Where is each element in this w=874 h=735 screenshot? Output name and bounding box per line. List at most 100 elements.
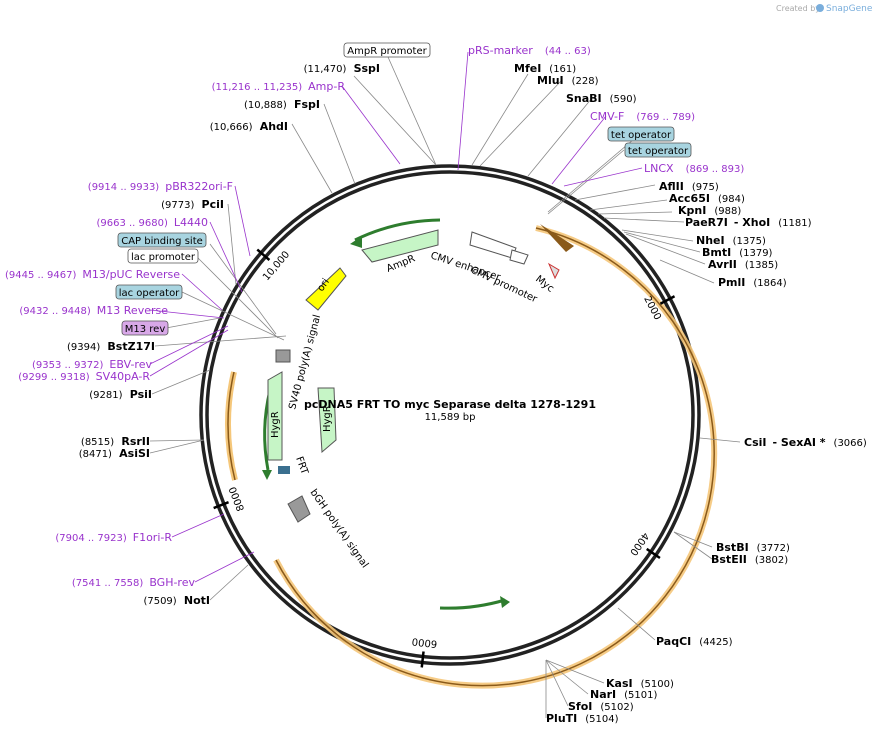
enzyme-name: SnaBI [566, 92, 602, 105]
primer-name: CMV-F [590, 110, 624, 123]
primer-name: L4440 [174, 216, 208, 229]
enzyme-pos: (9394) [67, 342, 103, 353]
orf-bottom-arrow-line [439, 598, 506, 610]
ampr-promoter-box: AmpR promoter [347, 46, 427, 57]
primer-6: (9445 .. 9467)M13/pUC Reverse [5, 268, 180, 281]
tick-3 [213, 501, 230, 510]
enzyme-pos: (1181) [778, 218, 811, 229]
enzyme-name: FspI [294, 98, 320, 111]
primer-lines [149, 51, 643, 583]
orf-main-arc-line [275, 227, 715, 687]
hygr-inner-feature [317, 387, 337, 454]
cap-binding-site-box: CAP binding site [121, 236, 203, 247]
primer-range: (9299 .. 9318) [18, 372, 90, 383]
enzyme-pos: (10,888) [244, 100, 290, 111]
enzyme-name: SspI [354, 62, 380, 75]
primer-range: (9432 .. 9448) [19, 306, 91, 317]
hygr-feature [267, 371, 283, 461]
snapgene-brand: SnapGene [826, 4, 873, 14]
enzyme-right-15: KasI(5100) [606, 677, 674, 690]
primer-range: (9353 .. 9372) [32, 360, 104, 371]
ampr-outer-arrowhead [350, 236, 362, 248]
primer-name: M13 Reverse [97, 304, 168, 317]
features[interactable] [267, 229, 560, 523]
enzyme-name: NarI [590, 688, 616, 701]
frt-feature [278, 466, 290, 474]
enzyme-pos: (4425) [699, 637, 732, 648]
cmv-promoter-feature [509, 249, 529, 265]
enzyme-right-10: PmlI(1864) [718, 276, 787, 289]
enzyme-pos: (590) [610, 94, 637, 105]
enzyme-left-3: (9773) PciI [161, 198, 224, 211]
tick-1 [646, 547, 661, 560]
enzyme-labels-right[interactable]: MfeI (161)MluI(228) SnaBI (590) AflII(975)Ac… [514, 62, 867, 725]
enzyme-pos: (11,470) [304, 64, 350, 75]
primer-name: Amp-R [308, 80, 345, 93]
primer-5: (9663 .. 9680)L4440 [96, 216, 208, 229]
enzyme-right-16: NarI(5101) [590, 688, 658, 701]
enzyme-name: PaqCI [656, 635, 691, 648]
primer-1: CMV-F (769 .. 789) [590, 110, 695, 123]
primer-name: LNCX [644, 162, 674, 175]
created-by-text: Created by [776, 4, 820, 13]
enzyme-name: SfoI [568, 700, 592, 713]
enzyme-name: BstZ17I [107, 340, 155, 353]
bgh-feature [287, 495, 311, 523]
primer-range: (9445 .. 9467) [5, 270, 77, 281]
enzyme-name: Acc65I [669, 192, 710, 205]
plasmid-name: pcDNA5 FRT TO myc Separase delta 1278-12… [304, 398, 596, 411]
enzyme-right-17: SfoI(5102) [568, 700, 634, 713]
primer-labels[interactable]: pRS-marker(44 .. 63)CMV-F(769 .. 789)LNC… [5, 44, 744, 589]
primer-8: (9353 .. 9372)EBV-rev [32, 358, 152, 371]
enzyme-pos: (3772) [757, 543, 790, 554]
enzyme-pos: (8515) [81, 437, 117, 448]
enzyme-name: CsiI [744, 436, 766, 449]
primer-range: (769 .. 789) [636, 112, 695, 123]
enzyme-name: AflII [659, 180, 684, 193]
ampr-feature [361, 229, 439, 263]
enzyme-pos: (9281) [89, 390, 125, 401]
enzyme-right-3: AflII(975) [659, 180, 719, 193]
enzyme-name: BstEII [711, 553, 747, 566]
enzyme-labels-left[interactable]: (11,470) SspI(10,888) FspI(10,666) AhdI(… [67, 62, 380, 607]
enzyme-right-14: PaqCI (4425) [656, 635, 733, 648]
enzyme-name: PciI [202, 198, 224, 211]
enzyme-name: NotI [184, 594, 210, 607]
enzyme-right-11: CsiI- SexAI *(3066) [744, 436, 867, 449]
primer-2: LNCX (869 .. 893) [644, 162, 744, 175]
primer-range: (9914 .. 9933) [88, 182, 160, 193]
orf-bottom-arrowhead [500, 596, 510, 608]
enzyme-name: PmlI [718, 276, 745, 289]
enzyme-right-4: Acc65I(984) [669, 192, 745, 205]
enzyme-name: RsrII [121, 435, 150, 448]
enzyme-name: MfeI [514, 62, 541, 75]
enzyme-pos: (161) [549, 64, 576, 75]
leader-lines [149, 56, 741, 718]
enzyme-left-8: (7509) NotI [143, 594, 210, 607]
tick-label-3: 8000 [228, 485, 248, 513]
tick-label-2: 6000 [411, 635, 438, 649]
tick-2 [420, 651, 425, 668]
hygr-outer-arrowhead [262, 470, 272, 480]
enzyme-name: PsiI [130, 388, 152, 401]
enzyme-pos: (3802) [755, 555, 788, 566]
primer-4: (9914 .. 9933)pBR322ori-F [88, 180, 233, 193]
boxed-labels[interactable]: AmpR promoter tet operator tet operator … [115, 42, 692, 336]
enzyme-right-8: BmtI(1379) [702, 246, 773, 259]
orf-arcs[interactable] [225, 224, 718, 689]
primer-name: SV40pA-R [96, 370, 151, 383]
myc-label: Myc [533, 274, 556, 295]
sv40-label: SV40 poly(A) signal [287, 314, 323, 411]
primer-range: (7541 .. 7558) [72, 578, 144, 589]
primer-range: (869 .. 893) [686, 164, 745, 175]
enzyme-right-1: MluI(228) [537, 74, 599, 87]
enzyme-name: BmtI [702, 246, 731, 259]
frt-label: FRT [293, 455, 310, 477]
enzyme-right-13: BstEII (3802) [711, 553, 788, 566]
enzyme-name: BstBI [716, 541, 749, 554]
enzyme-pos: (10,666) [210, 122, 256, 133]
sv40-feature [275, 349, 291, 363]
tick-label-1: 4000 [627, 530, 650, 557]
